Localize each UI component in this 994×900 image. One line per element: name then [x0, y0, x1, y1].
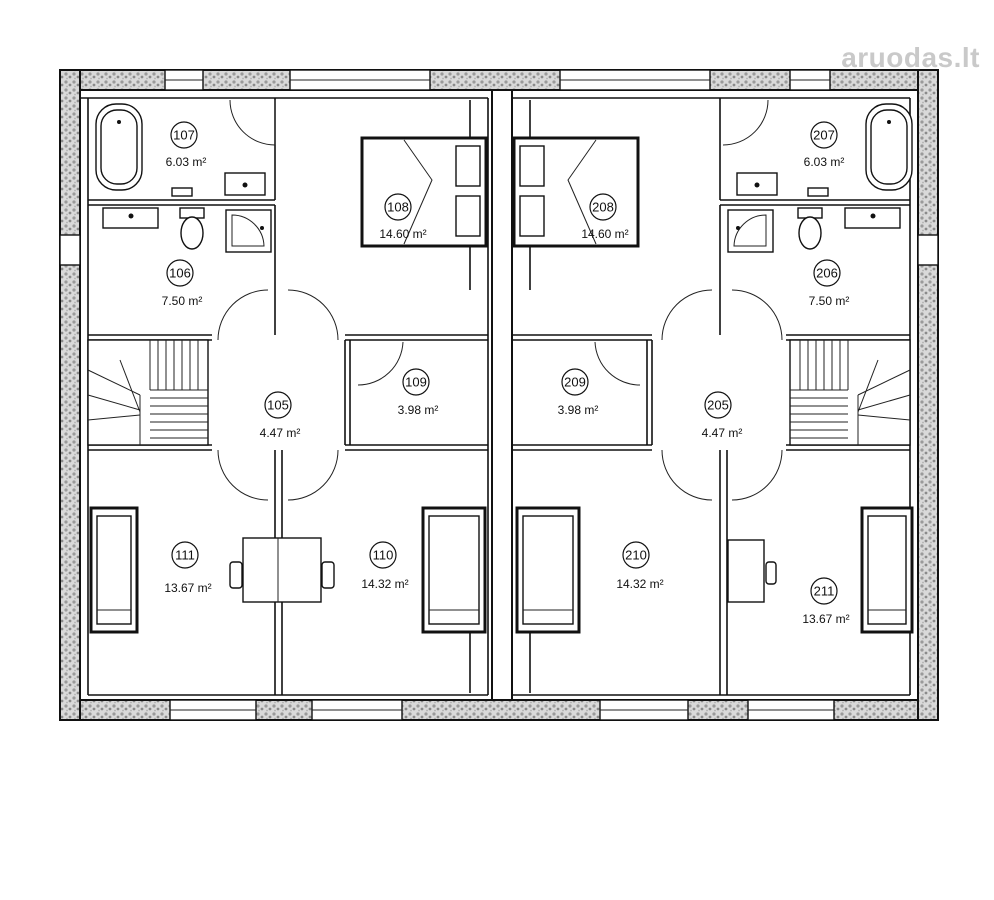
room-label-211: 211 13.67 m²: [802, 577, 850, 626]
room-number: 209: [564, 375, 586, 390]
room-number: 110: [373, 548, 394, 563]
room-label-106: 106 7.50 m²: [162, 259, 203, 308]
bathroom-206-fixtures: [727, 207, 901, 253]
desk-111-110: [229, 537, 335, 603]
room-area: 13.67 m²: [164, 581, 211, 595]
desk-211: [727, 539, 777, 603]
staircase-left: [87, 339, 209, 446]
room-label-208: 208 14.60 m²: [581, 193, 629, 241]
room-area: 13.67 m²: [802, 612, 849, 626]
watermark-logo: aruodas.lt: [841, 42, 980, 73]
bed-208: [512, 136, 640, 248]
room-label-107: 107 6.03 m²: [166, 121, 207, 169]
room-label-207: 207 6.03 m²: [804, 121, 845, 169]
room-area: 3.98 m²: [558, 403, 599, 417]
doors: [217, 99, 783, 501]
room-area: 7.50 m²: [809, 294, 850, 308]
sofa-111: [89, 506, 139, 634]
room-area: 14.60 m²: [379, 227, 426, 241]
room-number: 207: [813, 128, 835, 143]
room-area: 3.98 m²: [398, 403, 439, 417]
sink-107: [171, 172, 266, 197]
bathtub-right: [865, 103, 913, 191]
room-number: 105: [267, 398, 289, 413]
room-area: 14.60 m²: [581, 227, 628, 241]
windows: [59, 69, 939, 721]
room-number: 211: [814, 584, 835, 599]
exterior-walls: [59, 69, 939, 721]
room-area: 14.32 m²: [616, 577, 663, 591]
room-area: 4.47 m²: [702, 426, 743, 440]
room-number: 205: [707, 398, 729, 413]
room-area: 7.50 m²: [162, 294, 203, 308]
room-label-105: 105 4.47 m²: [260, 391, 301, 440]
room-label-210: 210 14.32 m²: [616, 541, 664, 591]
room-number: 106: [169, 266, 191, 281]
bed-108: [360, 136, 488, 248]
room-number: 210: [625, 548, 647, 563]
sofa-211: [860, 506, 914, 634]
interior-walls-right: [511, 97, 911, 696]
room-label-111: 111 13.67 m²: [164, 541, 212, 595]
room-number: 208: [592, 200, 614, 215]
room-area: 6.03 m²: [804, 155, 845, 169]
room-area: 4.47 m²: [260, 426, 301, 440]
room-area: 14.32 m²: [361, 577, 408, 591]
room-number: 107: [173, 128, 195, 143]
room-number: 109: [405, 375, 427, 390]
room-label-209: 209 3.98 m²: [558, 368, 599, 417]
room-number: 108: [387, 200, 409, 215]
sink-207: [736, 172, 829, 197]
sofa-210: [515, 506, 581, 634]
room-label-205: 205 4.47 m²: [702, 391, 743, 440]
room-label-206: 206 7.50 m²: [809, 259, 850, 308]
room-label-109: 109 3.98 m²: [398, 368, 439, 417]
bathroom-106-fixtures: [102, 207, 272, 253]
room-number: 111: [175, 548, 195, 563]
room-label-110: 110 14.32 m²: [361, 541, 409, 591]
room-area: 6.03 m²: [166, 155, 207, 169]
room-number: 206: [816, 266, 838, 281]
staircase-right: [789, 339, 911, 446]
bathtub-left: [95, 103, 143, 191]
room-label-108: 108 14.60 m²: [379, 193, 427, 241]
sofa-110: [421, 506, 487, 634]
